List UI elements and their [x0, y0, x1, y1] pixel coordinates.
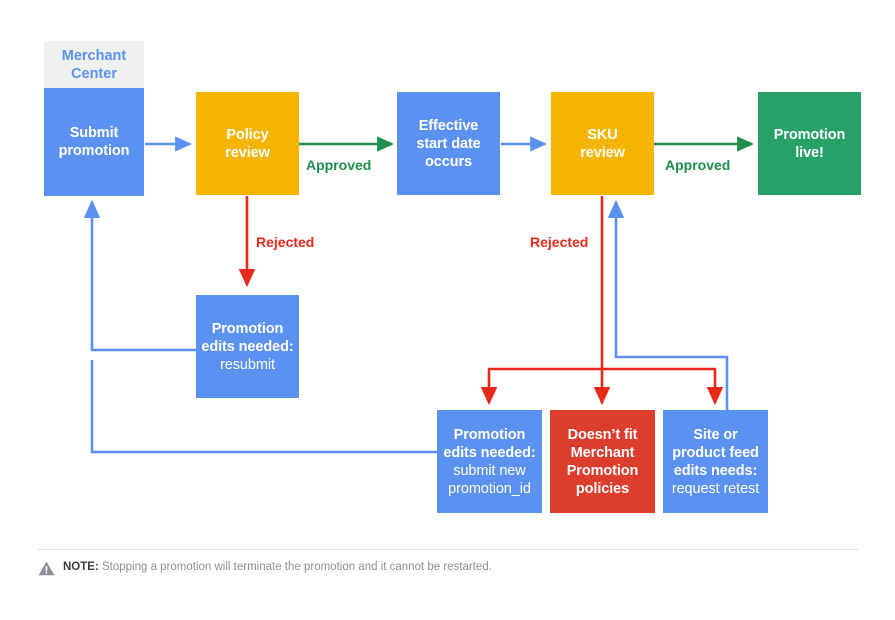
node-line: policies — [575, 480, 630, 497]
node-label: Effective start date occurs — [416, 117, 480, 171]
note-block: NOTE: Stopping a promotion will terminat… — [38, 560, 492, 576]
node-subline: request retest — [671, 480, 760, 497]
node-sku-review[interactable]: SKU review — [551, 92, 654, 195]
node-doesnt-fit-policies[interactable]: Doesn’t fit Merchant Promotion policies — [550, 410, 655, 513]
group-header-line1: Merchant — [61, 47, 127, 64]
node-line: start date — [416, 135, 481, 152]
node-line: product feed — [672, 444, 759, 461]
note-body: Stopping a promotion will terminate the … — [98, 561, 492, 573]
node-label: Policy review — [225, 126, 270, 162]
node-line: promotion — [58, 143, 130, 159]
node-line: Merchant — [570, 444, 635, 461]
node-line: Policy — [226, 126, 269, 143]
node-label: Submit promotion — [59, 124, 130, 160]
node-line: review — [225, 144, 270, 161]
node-label: Doesn’t fit Merchant Promotion policies — [567, 426, 639, 498]
warning-triangle-icon — [38, 561, 55, 576]
edge-resubmit-to-submit — [83, 199, 196, 352]
node-line: Submit — [69, 125, 119, 141]
node-line: Site or — [693, 426, 738, 443]
node-label: Site or product feed edits needs: reques… — [672, 426, 759, 498]
node-line: edits needs: — [673, 462, 758, 479]
node-line: Doesn’t fit — [567, 426, 638, 443]
node-promotion-edits-new-promotion-id[interactable]: Promotion edits needed: submit new promo… — [437, 410, 542, 513]
edge-sku-rejected-fork — [480, 196, 724, 406]
node-line: Promotion — [566, 462, 639, 479]
note-keyword: NOTE: — [63, 561, 99, 573]
node-label: SKU review — [580, 126, 625, 162]
node-line: Promotion — [773, 126, 846, 143]
node-promotion-live[interactable]: Promotion live! — [758, 92, 861, 195]
footer-divider — [38, 549, 858, 550]
node-subline: submit new — [453, 462, 526, 479]
note-text: NOTE: Stopping a promotion will terminat… — [63, 560, 492, 575]
node-line: review — [580, 144, 625, 161]
node-line: occurs — [425, 153, 472, 170]
group-header-label: Merchant Center — [62, 47, 126, 83]
edge-label-approved-sku: Approved — [665, 157, 731, 173]
edge-sitefeed-to-sku — [607, 199, 729, 410]
node-policy-review[interactable]: Policy review — [196, 92, 299, 195]
node-promotion-edits-resubmit[interactable]: Promotion edits needed: resubmit — [196, 295, 299, 398]
edge-label-approved-policy: Approved — [306, 157, 372, 173]
group-header-line2: Center — [71, 65, 117, 82]
node-submit-promotion[interactable]: Submit promotion — [44, 88, 144, 196]
edge-label-rejected-policy: Rejected — [256, 234, 315, 250]
node-subline: resubmit — [220, 356, 275, 373]
node-line: Promotion — [453, 426, 526, 443]
node-line: edits needed: — [443, 444, 536, 461]
node-label: Promotion edits needed: submit new promo… — [443, 426, 535, 498]
node-line: live! — [795, 144, 824, 161]
node-effective-start-date[interactable]: Effective start date occurs — [397, 92, 500, 195]
node-line: Promotion — [211, 320, 284, 337]
edge-label-rejected-sku: Rejected — [530, 234, 589, 250]
node-line: edits needed: — [201, 338, 294, 355]
node-line: Effective — [418, 117, 479, 134]
group-header-merchant-center: Merchant Center — [44, 41, 144, 88]
node-label: Promotion edits needed: resubmit — [201, 320, 293, 374]
node-site-or-product-feed-edits[interactable]: Site or product feed edits needs: reques… — [663, 410, 768, 513]
node-subline: promotion_id — [448, 480, 531, 497]
node-label: Promotion live! — [774, 126, 846, 162]
node-line: SKU — [587, 126, 618, 143]
